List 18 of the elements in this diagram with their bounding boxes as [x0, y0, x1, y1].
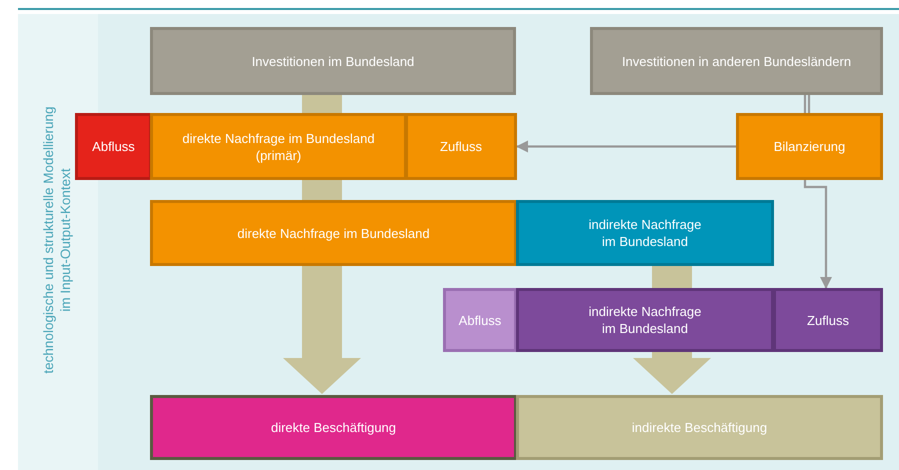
process-box: Investitionen in anderen Bundesländern — [590, 27, 883, 95]
outflow-box: Abfluss — [443, 288, 517, 352]
process-box: indirekte Nachfrage im Bundesland — [516, 288, 774, 352]
arrow — [516, 140, 736, 152]
arrow — [804, 180, 832, 289]
inflow-box: Zufluss — [773, 288, 883, 352]
process-box: Bilanzierung — [736, 113, 883, 180]
side-label: technologische und strukturelle Modellierung im Input-Output-Kontext — [40, 105, 74, 376]
result-box: direkte Beschäftigung — [150, 395, 517, 460]
block-arrow — [283, 266, 361, 394]
result-box: indirekte Beschäftigung — [516, 395, 883, 460]
process-box: direkte Nachfrage im Bundesland (primär) — [150, 113, 407, 180]
process-box: direkte Nachfrage im Bundesland — [150, 200, 517, 266]
outflow-box: Abfluss — [75, 113, 152, 180]
process-box: Investitionen im Bundesland — [150, 27, 516, 95]
inflow-box: Zufluss — [405, 113, 517, 180]
connector-line — [804, 94, 810, 114]
process-box: indirekte Nachfrage im Bundesland — [516, 200, 774, 266]
